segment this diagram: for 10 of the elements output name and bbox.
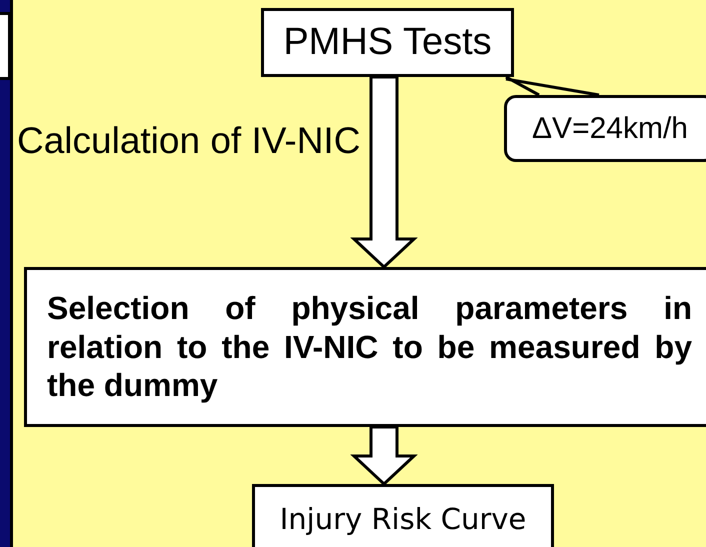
process-box [261,8,514,77]
process-box [24,267,706,427]
process-box [252,484,554,547]
node-text: Selection of physical parameters in relation to the IV-NIC to be measured by the dummy [47,289,692,405]
callout-box [504,95,706,162]
block-arrow [350,76,418,270]
node-text: ΔV=24km/h [532,110,688,146]
node-text: PMHS Tests [283,20,492,65]
node-text: Injury Risk Curve [280,502,526,536]
block-arrow [350,426,418,486]
